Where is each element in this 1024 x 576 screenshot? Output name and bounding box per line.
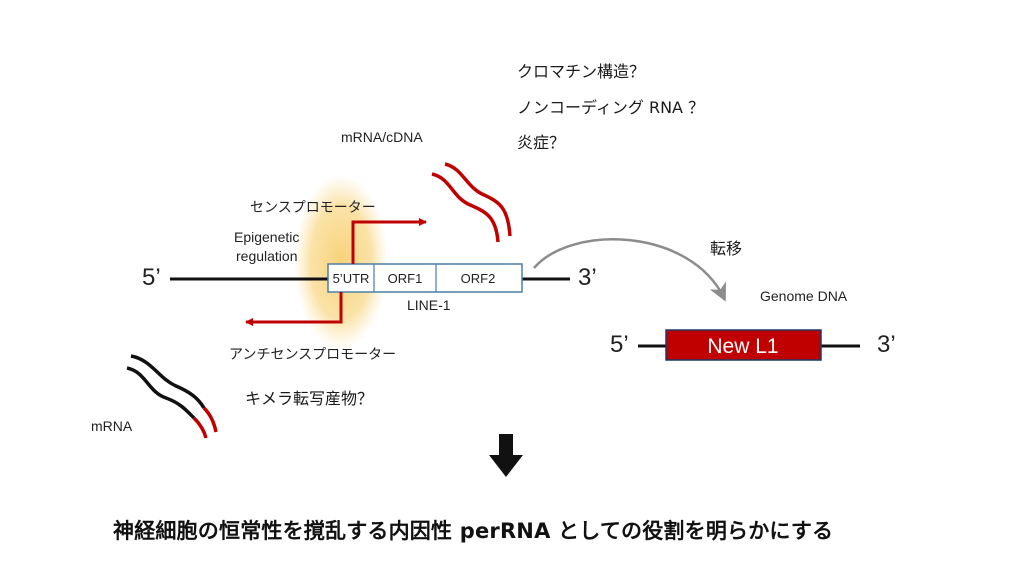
question-chromatin: クロマチン構造？: [517, 62, 646, 81]
five-prime-right: 5’: [610, 331, 629, 358]
antisense-promoter-arrow: [245, 292, 343, 326]
epigenetic-label-line2: regulation: [236, 248, 298, 264]
three-prime-right: 3’: [877, 331, 896, 358]
utr-segment: 5’UTR: [333, 271, 370, 286]
mrna-cdna-strands: [431, 162, 512, 243]
chimera-label: キメラ転写産物？: [245, 389, 374, 408]
sense-promoter-arrow: [351, 218, 427, 264]
mrna-strands: [126, 354, 218, 439]
question-inflammation: 炎症？: [517, 133, 566, 152]
new-l1-label: New L1: [707, 335, 778, 358]
line1-label: LINE-1: [407, 297, 451, 313]
mrna-label: mRNA: [91, 418, 133, 434]
five-prime-left: 5’: [142, 264, 161, 291]
sense-promoter-label: センスプロモーター: [250, 200, 376, 216]
new-l1-box: [665, 329, 822, 361]
conclusion-text: 神経細胞の恒常性を撹乱する内因性 perRNA としての役割を明らかにする: [113, 519, 834, 543]
antisense-promoter-label: アンチセンスプロモーター: [229, 347, 397, 363]
transposition-label: 転移: [710, 239, 743, 258]
orf1-segment: ORF1: [388, 271, 423, 286]
orf2-segment: ORF2: [461, 271, 496, 286]
question-noncoding-rna: ノンコーディング RNA ？: [517, 98, 705, 117]
mrna-cdna-label: mRNA/cDNA: [341, 129, 423, 145]
genome-dna-label: Genome DNA: [760, 288, 848, 304]
line1-element: 5’UTR ORF1 ORF2: [327, 263, 523, 293]
down-arrow: [489, 434, 523, 477]
epigenetic-label-line1: Epigenetic: [234, 229, 300, 245]
transposition-arrow: [533, 238, 726, 302]
epigenetic-glow: [294, 174, 388, 350]
three-prime-left: 3’: [578, 264, 597, 291]
